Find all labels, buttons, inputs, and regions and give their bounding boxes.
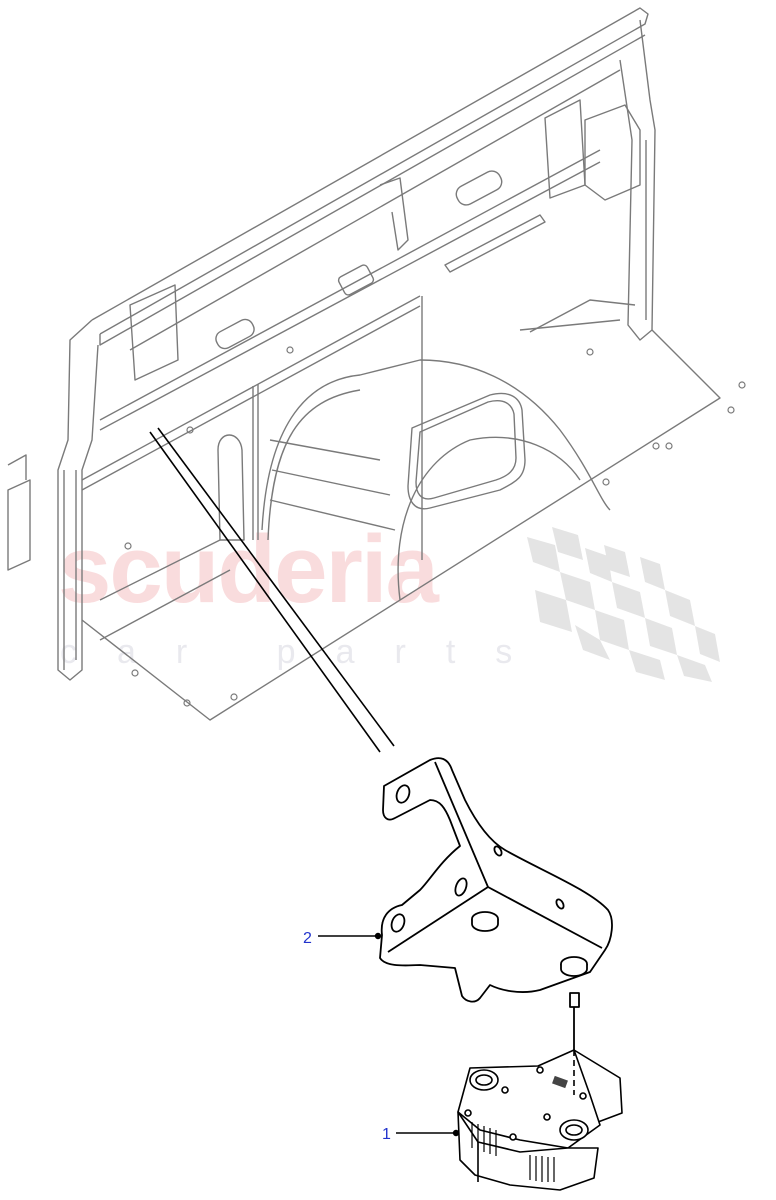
checkered-flag-watermark [527,527,720,682]
body-structure-lineart [7,7,721,721]
label-grid [552,1075,568,1089]
callout-number-2[interactable]: 2 [303,930,312,947]
callout-number-1[interactable]: 1 [382,1126,391,1143]
sensor-module-part [457,1049,623,1191]
bracket-part [379,757,613,1050]
leader-lines [149,427,395,753]
callout-leaders [318,932,460,1137]
floor-holes [124,346,746,707]
watermark-sub-text: car parts [60,633,553,671]
